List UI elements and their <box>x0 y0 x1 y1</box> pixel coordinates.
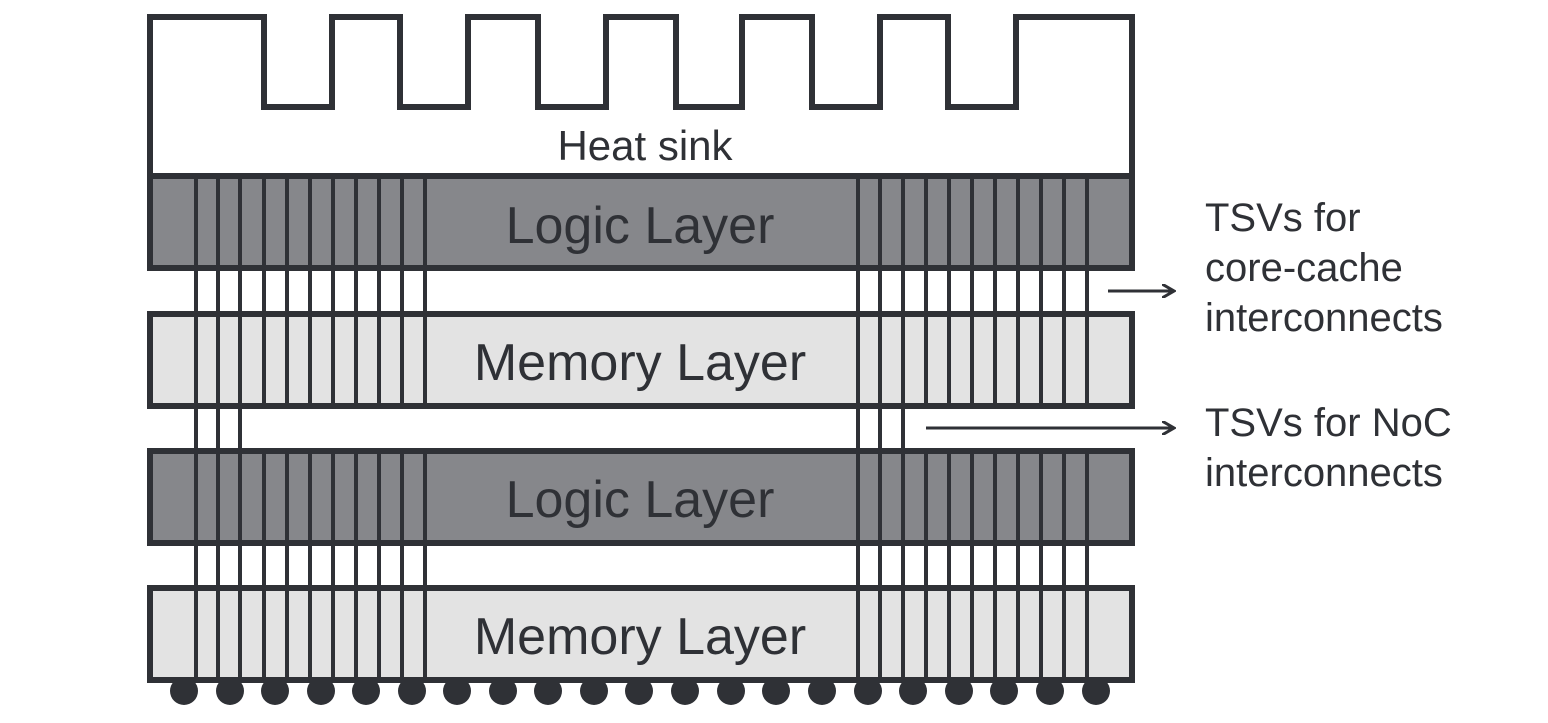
solder-bump <box>808 677 836 705</box>
solder-bump <box>625 677 653 705</box>
solder-bump <box>990 677 1018 705</box>
tsv-core-cache-right-upper <box>924 176 1089 406</box>
tsv-core-cache-left-lower <box>262 451 427 680</box>
memory-layer-1 <box>147 311 1135 409</box>
solder-bump <box>307 677 335 705</box>
solder-bump <box>261 677 289 705</box>
tsv-core-cache-right-lower <box>924 451 1089 680</box>
heat-sink <box>147 14 1135 179</box>
noc-annotation-line-1: TSVs for NoC <box>1205 401 1452 445</box>
solder-bump <box>762 677 790 705</box>
memory-layer-1-label: Memory Layer <box>474 334 806 392</box>
solder-bump <box>489 677 517 705</box>
tsv-core-cache-left-upper <box>262 176 427 406</box>
solder-bumps <box>170 677 1110 705</box>
logic-layer-1-label: Logic Layer <box>506 197 775 255</box>
logic-layer-2 <box>147 448 1135 546</box>
solder-bump <box>398 677 426 705</box>
core-cache-annotation-line-2: core-cache <box>1205 246 1403 290</box>
solder-bump <box>443 677 471 705</box>
solder-bump <box>671 677 699 705</box>
solder-bump <box>170 677 198 705</box>
solder-bump <box>854 677 882 705</box>
tsv-group-left <box>194 176 427 680</box>
tsv-group-right <box>856 176 1089 680</box>
noc-annotation: TSVs for NoC interconnects <box>1205 401 1452 495</box>
solder-bump <box>580 677 608 705</box>
memory-layer-2-label: Memory Layer <box>474 608 806 666</box>
solder-bump <box>1082 677 1110 705</box>
solder-bump <box>945 677 973 705</box>
core-cache-annotation-line-1: TSVs for <box>1205 196 1361 240</box>
solder-bump <box>352 677 380 705</box>
core-cache-annotation-line-3: interconnects <box>1205 296 1443 340</box>
logic-layer-2-label: Logic Layer <box>506 471 775 529</box>
solder-bump <box>717 677 745 705</box>
heat-sink-label: Heat sink <box>557 122 733 169</box>
solder-bump <box>216 677 244 705</box>
noc-annotation-line-2: interconnects <box>1205 451 1443 495</box>
solder-bump <box>899 677 927 705</box>
solder-bump <box>1036 677 1064 705</box>
solder-bump <box>534 677 562 705</box>
core-cache-annotation: TSVs for core-cache interconnects <box>1205 196 1443 340</box>
memory-layer-2 <box>147 585 1135 683</box>
logic-layer-1 <box>147 173 1135 271</box>
